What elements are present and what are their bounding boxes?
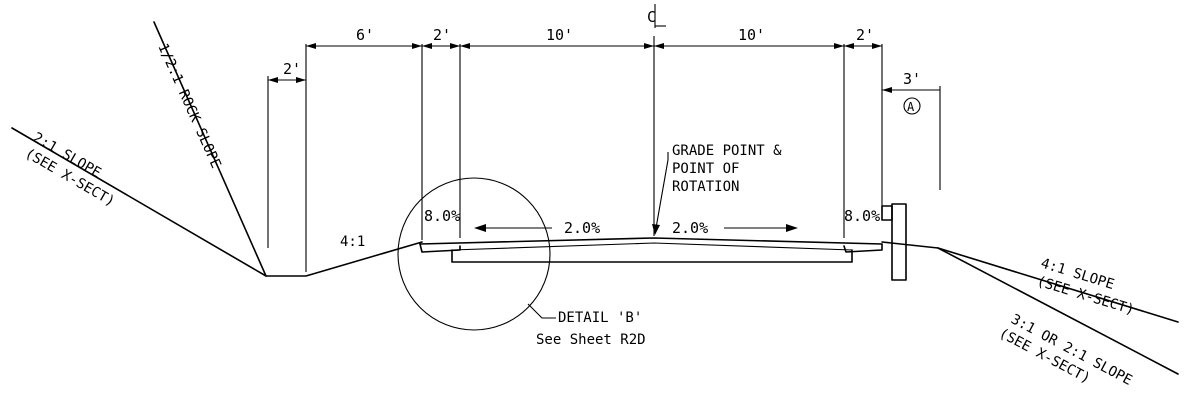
ratio-4-1: 4:1 <box>340 234 365 250</box>
note-a-letter: A <box>907 100 915 114</box>
grade-point-line-1: GRADE POINT & <box>672 143 782 159</box>
dim-2ft-left-shoulder: 2' <box>433 26 451 44</box>
detail-b-sheet-ref: See Sheet R2D <box>536 332 646 348</box>
pct-8-right: 8.0% <box>844 207 880 225</box>
note-a-marker: A <box>903 97 921 115</box>
detail-b-label: DETAIL 'B' <box>558 310 642 326</box>
centerline-symbol: C <box>647 4 666 28</box>
extension-lines <box>267 36 941 272</box>
ground-profile <box>11 21 1179 375</box>
dim-10ft-right-lane: 10' <box>738 26 765 44</box>
pct-2-right: 2.0% <box>672 219 708 237</box>
dim-2ft-ditch: 2' <box>283 60 301 78</box>
pavement <box>419 237 883 263</box>
grade-point-arrow <box>652 224 660 235</box>
dim-6ft: 6' <box>356 26 374 44</box>
grade-point-line-3: ROTATION <box>672 179 739 195</box>
rock-slope-label: 1/2:1 ROCK SLOPE <box>154 41 223 171</box>
top-dimension-line <box>306 43 882 49</box>
slope-arrow-left <box>474 224 486 232</box>
grade-point-line-2: POINT OF <box>672 161 739 177</box>
slope-arrow-right <box>786 224 798 232</box>
pct-8-left: 8.0% <box>424 207 460 225</box>
guardrail-post <box>881 203 907 281</box>
offset-dimension <box>882 87 940 93</box>
detail-b-leader <box>527 303 556 319</box>
centerline-label: C <box>647 8 656 26</box>
dim-2ft-right-shoulder: 2' <box>856 26 874 44</box>
grade-point-leader <box>655 152 669 229</box>
ditch-dimension <box>268 77 306 83</box>
dim-3ft: 3' <box>903 70 921 88</box>
dim-10ft-left-lane: 10' <box>546 26 573 44</box>
detail-b-circle <box>397 177 551 331</box>
pct-2-left: 2.0% <box>564 219 600 237</box>
